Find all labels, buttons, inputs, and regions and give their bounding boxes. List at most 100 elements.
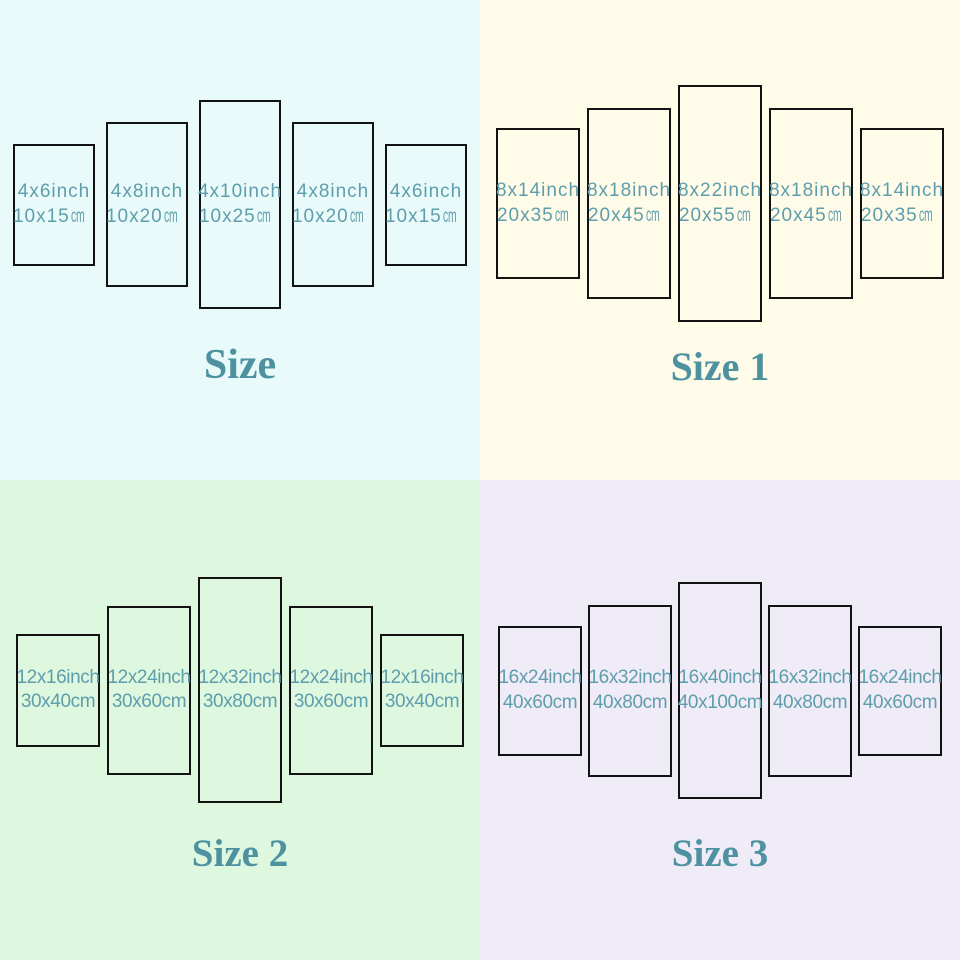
cm-value: 30x60 (293, 691, 344, 712)
inch-size-text: 12x16inch (380, 666, 464, 688)
cm-unit: cm (349, 205, 364, 227)
inch-size-text: 8x22inch (677, 180, 763, 202)
cm-unit: cm (736, 204, 751, 226)
inch-size-text: 8x14inch (495, 180, 581, 202)
cm-value: 30x60 (111, 691, 162, 712)
cm-unit: cm (163, 205, 178, 227)
cm-unit: cm (442, 205, 457, 227)
cm-unit: cm (554, 204, 569, 226)
cm-value: 40x80 (772, 691, 823, 713)
cm-value: 30x80 (202, 691, 253, 712)
cm-size-text: 10x15cm (385, 205, 467, 229)
cm-size-text: 40x80cm (768, 691, 851, 715)
cm-unit: cm (918, 204, 933, 226)
cm-size-text: 40x60cm (498, 691, 581, 715)
cm-unit: cm (70, 205, 85, 227)
inch-size-text: 8x14inch (859, 180, 945, 202)
cm-size-text: 20x35cm (496, 204, 580, 228)
cm-size-text: 40x60cm (858, 691, 941, 715)
inch-size-text: 16x32inch (768, 667, 852, 689)
cm-size-text: 30x40cm (16, 690, 99, 714)
cm-unit: cm (642, 691, 668, 713)
inch-size-text: 4x6inch (17, 181, 91, 203)
quadrant-title-size: Size (203, 342, 277, 388)
cm-size-text: 20x45cm (769, 204, 853, 228)
cm-unit: cm (252, 691, 278, 712)
cm-value: 40x100 (677, 691, 738, 713)
cm-unit: cm (822, 691, 848, 713)
inch-size-text: 12x24inch (107, 666, 191, 688)
cm-value: 20x35 (860, 204, 918, 226)
cm-value: 10x15 (12, 205, 70, 227)
inch-size-text: 12x16inch (16, 666, 100, 688)
cm-size-text: 30x60cm (107, 690, 190, 714)
inch-size-text: 8x18inch (586, 180, 672, 202)
cm-unit: cm (161, 691, 187, 712)
inch-size-text: 4x8inch (296, 181, 370, 203)
cm-value: 20x45 (769, 204, 827, 226)
cm-value: 40x80 (592, 691, 643, 713)
cm-unit: cm (737, 691, 763, 713)
cm-size-text: 20x55cm (678, 204, 762, 228)
cm-unit: cm (645, 204, 660, 226)
cm-size-text: 20x45cm (587, 204, 671, 228)
cm-value: 20x45 (587, 204, 645, 226)
cm-size-text: 40x80cm (588, 691, 671, 715)
cm-size-text: 10x15cm (13, 205, 95, 229)
cm-value: 30x40 (20, 691, 71, 712)
cm-size-text: 40x100cm (677, 691, 763, 715)
cm-size-text: 30x40cm (380, 690, 463, 714)
cm-unit: cm (256, 205, 271, 227)
inch-size-text: 16x24inch (498, 667, 582, 689)
cm-value: 10x20 (291, 205, 349, 227)
inch-size-text: 4x8inch (110, 181, 184, 203)
cm-value: 10x15 (384, 205, 442, 227)
cm-size-text: 10x20cm (106, 205, 188, 229)
cm-size-text: 10x20cm (292, 205, 374, 229)
inch-size-text: 4x6inch (389, 181, 463, 203)
cm-unit: cm (434, 691, 460, 712)
cm-unit: cm (343, 691, 369, 712)
cm-value: 10x20 (105, 205, 163, 227)
quadrant-title-size-1: Size 1 (670, 344, 770, 389)
cm-size-text: 20x35cm (860, 204, 944, 228)
cm-value: 40x60 (502, 691, 553, 713)
cm-unit: cm (70, 691, 96, 712)
cm-value: 40x60 (862, 691, 913, 713)
